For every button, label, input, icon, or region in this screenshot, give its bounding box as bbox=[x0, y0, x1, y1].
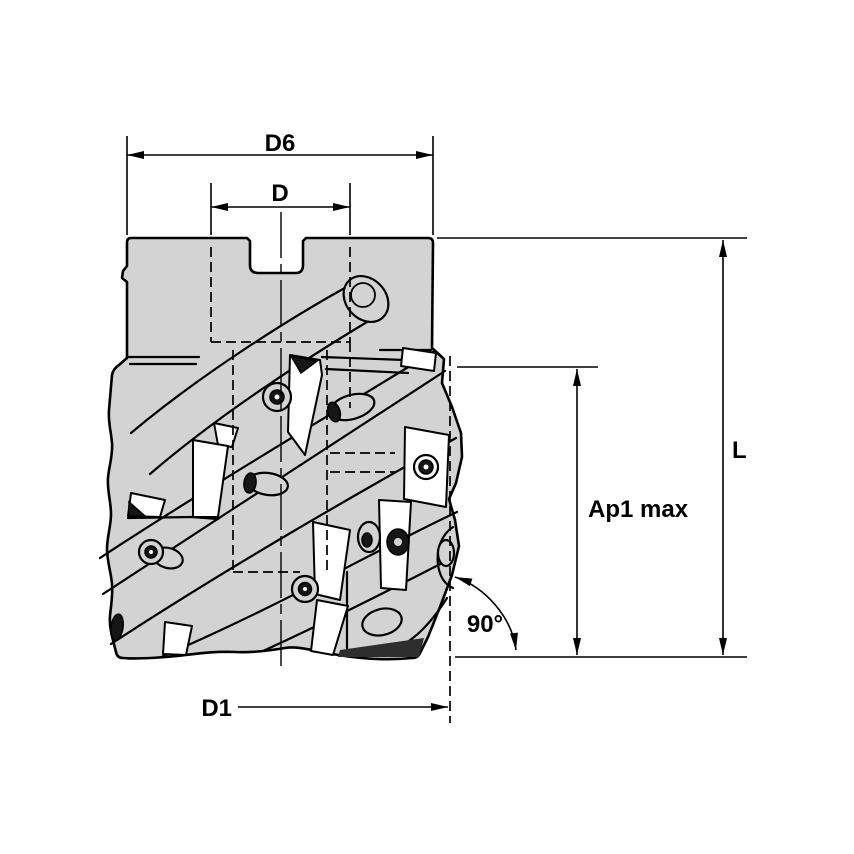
dimension-d6: D6 bbox=[126, 130, 434, 235]
dim-label-d1: D1 bbox=[201, 695, 232, 722]
dim-label-angle: 90° bbox=[467, 611, 503, 638]
insert bbox=[312, 521, 351, 601]
screw bbox=[412, 453, 440, 481]
insert bbox=[400, 347, 437, 372]
cutter-body bbox=[98, 236, 464, 661]
shaded-edge bbox=[338, 638, 424, 657]
insert bbox=[192, 439, 229, 518]
dimension-ap1-max: Ap1 max bbox=[457, 366, 689, 655]
insert bbox=[287, 354, 323, 456]
inserts bbox=[127, 347, 450, 657]
dimension-d1: D1 bbox=[201, 695, 448, 722]
dim-label-d: D bbox=[271, 180, 288, 207]
coolant-pockets bbox=[110, 392, 456, 641]
insert bbox=[213, 422, 239, 448]
screw bbox=[290, 574, 320, 604]
screw bbox=[386, 528, 410, 556]
dimension-l: L bbox=[437, 237, 747, 658]
dim-label-ap1-max: Ap1 max bbox=[588, 496, 689, 523]
screw bbox=[137, 538, 165, 566]
screw bbox=[356, 520, 382, 554]
dimension-d: D bbox=[210, 180, 351, 235]
angle-90-annotation: 90° bbox=[454, 576, 518, 651]
dim-label-l: L bbox=[732, 437, 747, 464]
insert bbox=[162, 621, 193, 656]
insert bbox=[310, 599, 349, 656]
dim-label-d6: D6 bbox=[265, 130, 296, 157]
screw bbox=[261, 381, 293, 413]
